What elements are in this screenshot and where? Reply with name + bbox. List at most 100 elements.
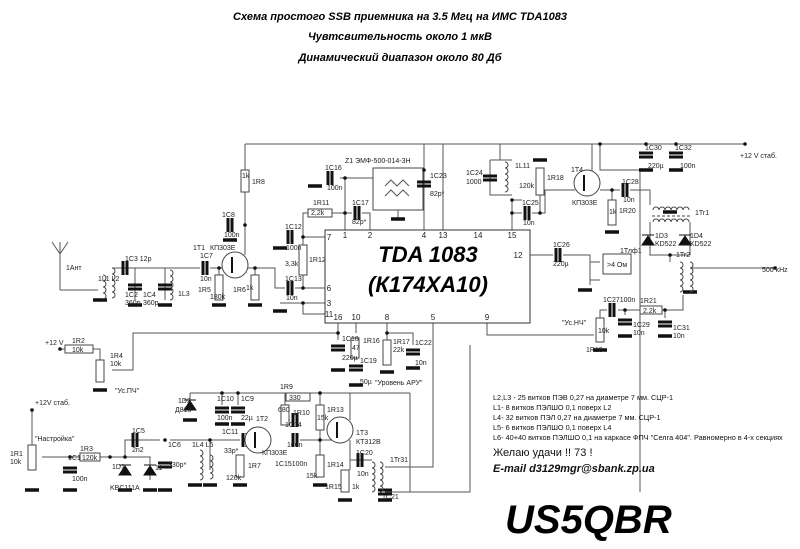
junction-dot xyxy=(510,198,514,202)
component-label-c8: 1C8 xyxy=(222,212,235,219)
component-label-c22v: 10n xyxy=(415,360,427,367)
component-label-c6: 1C6 xyxy=(168,442,181,449)
component-label-c1: 1C1 xyxy=(68,455,81,462)
component-label-phone: 1Тлф1 xyxy=(620,248,642,255)
junction-dot xyxy=(336,331,340,335)
component-label-r16: 1R16 xyxy=(363,338,380,345)
component-label-uspch: "Ус.ПЧ" xyxy=(115,388,140,395)
component-label-c4v: 360p xyxy=(143,300,159,307)
note-line: L6- 40+40 витков ПЭЛШО 0,1 на каркасе ФП… xyxy=(493,433,783,442)
component-label-c12v: 100n xyxy=(286,245,302,252)
resistor xyxy=(315,454,325,478)
coil-l5 xyxy=(209,454,214,480)
resistor xyxy=(235,454,245,478)
resistor xyxy=(250,274,260,301)
component-label-c24v: 1000 xyxy=(466,179,482,186)
resistor xyxy=(214,274,224,301)
component-label-r7v: 120k xyxy=(226,475,242,482)
note-line: L1- 8 витков ПЭЛШО 0,1 поверх L2 xyxy=(493,403,611,412)
component-label-t3t: КТ312В xyxy=(356,439,381,446)
component-label-c31: 1C31 xyxy=(673,325,690,332)
resistor xyxy=(535,167,545,196)
component-label-c25v: 10n xyxy=(523,220,535,227)
component-label-c25: 1C25 xyxy=(522,200,539,207)
component-label-d1t: KBC111A xyxy=(110,485,140,492)
component-label-l11: 1L11 xyxy=(515,163,530,170)
filter-z1 xyxy=(372,167,424,211)
component-label-r12: 1R12 xyxy=(309,257,326,264)
component-label-r11: 1R11 xyxy=(313,200,329,207)
transistor-icon xyxy=(221,251,249,279)
diode-icon xyxy=(678,234,692,246)
transformer-tr2 xyxy=(689,261,694,293)
component-label-c20: 1C20 xyxy=(356,450,373,457)
component-label-r5v: 180k xyxy=(210,294,226,301)
junction-dot xyxy=(220,391,224,395)
ic-tda1083-body xyxy=(324,229,531,324)
junction-dot xyxy=(668,253,672,257)
transformer-tr1-secondary xyxy=(652,218,690,223)
title-line-2: Чувтсвительность около 1 мкВ xyxy=(308,31,492,43)
component-label-r14v: 15k xyxy=(306,473,318,480)
ic-pin-label: 14 xyxy=(474,231,483,240)
component-label-d4t: KD522 xyxy=(690,241,712,248)
component-label-r10: 1R10 xyxy=(293,410,310,417)
junction-dot xyxy=(385,331,389,335)
component-label-r1v: 10k xyxy=(10,459,22,466)
component-label-r5: 1R5 xyxy=(198,287,211,294)
junction-dot xyxy=(208,438,212,442)
coil-l1 xyxy=(102,274,107,300)
component-label-r2v: 10k xyxy=(72,347,84,354)
component-label-z1: Z1 ЭМФ-500-014-3Н xyxy=(345,158,411,165)
component-label-p12s: +12V стаб. xyxy=(35,399,70,407)
component-label-t1: 1T1 xyxy=(193,245,205,252)
component-label-t3: 1T3 xyxy=(356,430,368,437)
title-line-3: Динамический диапазон около 80 Дб xyxy=(297,52,502,64)
ic-pin-label: 16 xyxy=(334,313,343,322)
junction-dot xyxy=(318,391,322,395)
title-line-1: Схема простого SSB приемника на 3.5 Мгц … xyxy=(233,11,567,23)
component-label-d2: 1D2 xyxy=(178,398,191,405)
junction-dot xyxy=(30,408,34,412)
diode-icon xyxy=(143,464,157,476)
diode-icon xyxy=(641,234,655,246)
component-label-c8v: 100n xyxy=(224,232,240,239)
component-label-r18: 1R18 xyxy=(547,175,564,182)
component-label-n11: 11 xyxy=(155,465,162,472)
component-label-c16v: 100n xyxy=(327,185,343,192)
resistor xyxy=(307,208,333,218)
component-label-d1: 1D1 xyxy=(112,464,125,471)
component-label-r6v: 1k xyxy=(246,285,254,292)
component-label-l4l5: 1L4 L5 xyxy=(192,442,214,449)
component-label-c18: 1C18 xyxy=(342,336,359,343)
component-label-c29v: 10n xyxy=(633,330,645,337)
component-label-r13v: 15k xyxy=(317,415,329,422)
ic-pin-label: 12 xyxy=(514,251,523,260)
component-label-r15: 1R15 xyxy=(325,484,342,491)
component-label-c6v: 330p* xyxy=(168,462,187,469)
component-label-tr2: 1Tr2 xyxy=(676,252,690,259)
resistor xyxy=(64,344,94,354)
component-label-r6: 1R6 xyxy=(233,287,246,294)
component-label-c13v: 10n xyxy=(286,295,298,302)
ic-pin-label: 2 xyxy=(368,231,373,240)
ic-pin-label: 11 xyxy=(325,310,334,319)
component-label-c9: 1C9 xyxy=(241,396,254,403)
component-label-rail: +12 V стаб. xyxy=(740,152,777,160)
resistor xyxy=(27,444,37,471)
resistor xyxy=(95,359,105,383)
transformer-tr1-primary xyxy=(652,206,690,211)
resistor xyxy=(350,337,360,359)
junction-dot xyxy=(598,142,602,146)
component-label-c11: 1C11 xyxy=(222,429,238,436)
component-label-usnch: "Ус.НЧ" xyxy=(562,320,587,327)
component-label-c9v: 22µ xyxy=(241,415,253,422)
resistor xyxy=(340,469,350,493)
junction-dot xyxy=(773,266,777,270)
ic-pin-label: 15 xyxy=(508,231,517,240)
component-label-r14: 1R14 xyxy=(327,462,344,469)
junction-dot xyxy=(163,438,167,442)
component-label-c17: 1C17 xyxy=(352,200,369,207)
component-label-r4v: 10k xyxy=(110,361,122,368)
component-label-c24: 1C24 xyxy=(466,170,483,177)
